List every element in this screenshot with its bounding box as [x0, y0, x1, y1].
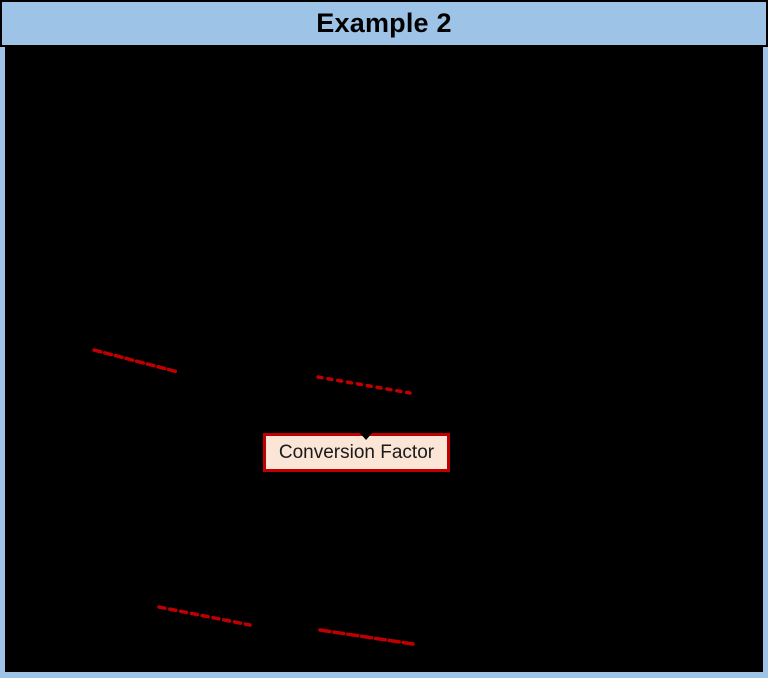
- conversion-factor-label: Conversion Factor: [278, 441, 435, 463]
- slide-content-area: Conversion Factor: [5, 47, 763, 672]
- ink-stroke: [318, 628, 415, 646]
- title-bar: Example 2: [0, 0, 768, 47]
- arrow-notch: [359, 432, 373, 440]
- ink-annotations-layer: [92, 348, 415, 646]
- page-title: Example 2: [316, 8, 452, 38]
- ink-stroke: [316, 375, 412, 395]
- ink-stroke: [92, 348, 180, 374]
- conversion-factor-box: Conversion Factor: [263, 432, 450, 472]
- ink-stroke: [157, 605, 252, 627]
